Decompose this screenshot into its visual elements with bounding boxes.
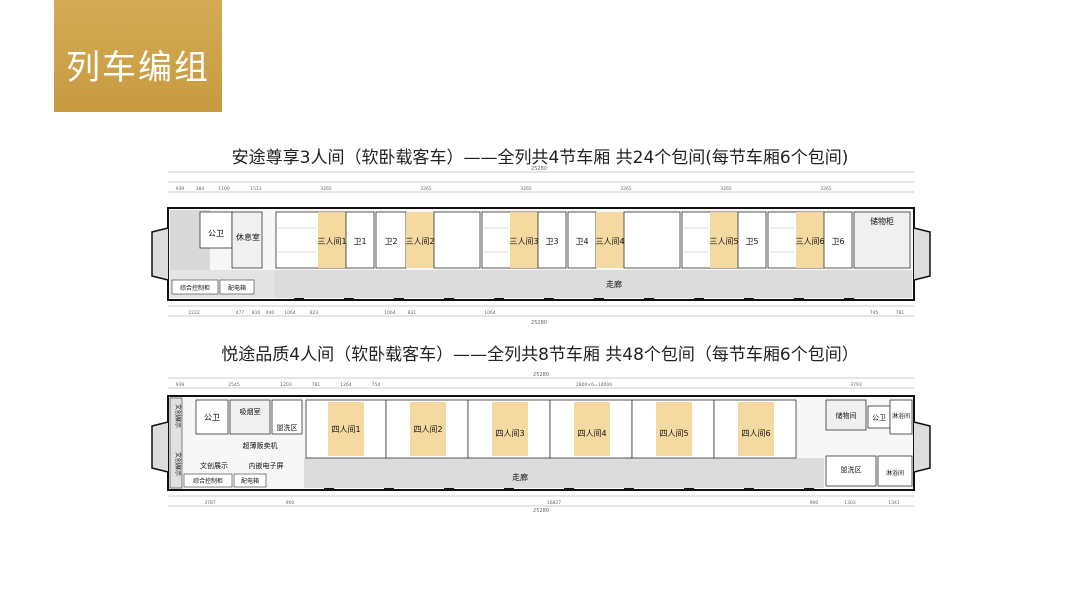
p1-db-9: 745 [870,310,879,316]
plan2-room-2: 四人间2 [413,425,442,434]
p2-db-1: 900 [286,500,295,506]
plan2-floorplan: 25280 25280 文创展示 文创展示 公卫 吸烟室 盥洗区 超薄贩卖机 文… [151,372,931,512]
p2-dt-3: 781 [312,382,321,388]
plan2-exhibit: 文创展示 [200,461,228,470]
plan2-wash-area-right: 盥洗区 [841,465,862,474]
plan1-total-bottom: 25280 [531,320,547,326]
p1-db-5: 823 [310,310,319,316]
p1-db-3: 440 [266,310,275,316]
p1-dt-1: 384 [196,186,205,192]
plan1-bath-6: 卫6 [831,237,844,246]
p2-dt-0: 939 [176,382,185,388]
plan1-room-6: 三人间6 [795,237,824,246]
plan2-room-6: 四人间6 [741,429,770,438]
p1-dt-7: 3265 [620,186,632,192]
plan1-public-wc: 公卫 [208,229,224,238]
p2-dt-2: 1203 [280,382,292,388]
p1-dt-9: 3265 [820,186,832,192]
plan2-total-bottom: 25280 [533,508,549,512]
p1-db-1: 477 [236,310,245,316]
p1-dt-5: 3265 [420,186,432,192]
plan1-corridor: 走廊 [606,279,622,289]
plan1-storage: 储物柜 [870,216,894,226]
plan1-room-5: 三人间5 [709,237,738,246]
title-banner: 列车编组 [54,0,222,112]
p1-db-0: 2222 [188,310,200,316]
p1-db-4: 1064 [284,310,296,316]
plan1-room-2: 三人间2 [405,237,434,246]
plan1-power-box: 配电箱 [228,284,246,292]
plan1-room-1: 三人间1 [317,237,346,246]
plan2-public-wc: 公卫 [204,413,220,422]
plan2-wash-area: 盥洗区 [277,423,298,432]
p2-db-4: 1303 [844,500,856,506]
plan1-total-top: 25280 [531,166,547,172]
page-title: 列车编组 [66,48,210,88]
p1-dt-2: 1100 [218,186,230,192]
plan2-title: 悦途品质4人间（软卧载客车）——全列共8节车厢 共48个包间（每节车厢6个包间） [221,345,859,365]
plan1-bath-5: 卫5 [745,237,758,246]
plan2-smoking-room: 吸烟室 [240,407,261,416]
plan1-corridor-area [274,270,912,298]
plan2-storage: 储物间 [836,411,857,420]
plan2-corridor: 走廊 [512,472,528,482]
plan2-vending: 超薄贩卖机 [243,441,278,450]
p1-db-2: 810 [252,310,261,316]
plan2-corridor-area [304,458,824,488]
plan2-public-wc-right: 公卫 [872,414,886,422]
plan1-bath-2: 卫2 [384,237,397,246]
p1-dt-3: 1512 [250,186,262,192]
plan1-bath-1: 卫1 [353,237,366,246]
plan1-room-4: 三人间4 [595,237,624,246]
p1-db-10: 781 [896,310,905,316]
plan2-embedded-screen: 内嵌电子屏 [249,461,284,470]
p2-db-5: 1341 [888,500,900,506]
plan2-side-exhibit-2: 文创展示 [174,452,182,476]
p1-dt-8: 3265 [720,186,732,192]
plan2-power-box: 配电箱 [241,477,259,485]
plan2-total-top: 25280 [533,372,549,378]
p2-dt-5: 754 [372,382,381,388]
p1-db-8: 1064 [484,310,496,316]
plan2-side-exhibit-1: 文创展示 [174,404,182,428]
p2-dt-7: 3793 [850,382,862,388]
plan2-room-3: 四人间3 [495,429,524,438]
plan1-bath-3: 卫3 [545,237,558,246]
p2-db-2: 16827 [547,500,561,506]
plan2-room-5: 四人间5 [659,429,688,438]
plan2-room-1: 四人间1 [331,425,360,434]
plan2-shower-2: 淋浴间 [886,469,904,477]
plan2-room-4: 四人间4 [577,429,606,438]
p1-dt-4: 3265 [320,186,332,192]
p2-dt-1: 2545 [228,382,240,388]
p2-dt-6: 2800×6=14000 [576,382,612,388]
plan1-bath-4: 卫4 [575,237,588,246]
p1-dt-6: 3265 [520,186,532,192]
p1-db-6: 1064 [384,310,396,316]
p2-db-3: 900 [810,500,819,506]
p2-dt-4: 1264 [340,382,352,388]
plan2-control-cabinet: 综合控制柜 [193,477,223,485]
plan2-shower-1: 淋浴间 [892,412,910,420]
p1-db-7: 831 [408,310,417,316]
plan1-control-cabinet: 综合控制柜 [180,284,210,292]
plan1-room-3: 三人间3 [509,237,538,246]
plan1-floorplan: 25280 25280 公卫 休息室 [151,166,931,326]
plan1-rest-room: 休息室 [236,232,260,242]
p2-db-0: 3787 [204,500,216,506]
p1-dt-0: 939 [176,186,185,192]
plan1-title: 安途尊享3人间（软卧载客车）——全列共4节车厢 共24个包间(每节车厢6个包间) [231,148,849,168]
